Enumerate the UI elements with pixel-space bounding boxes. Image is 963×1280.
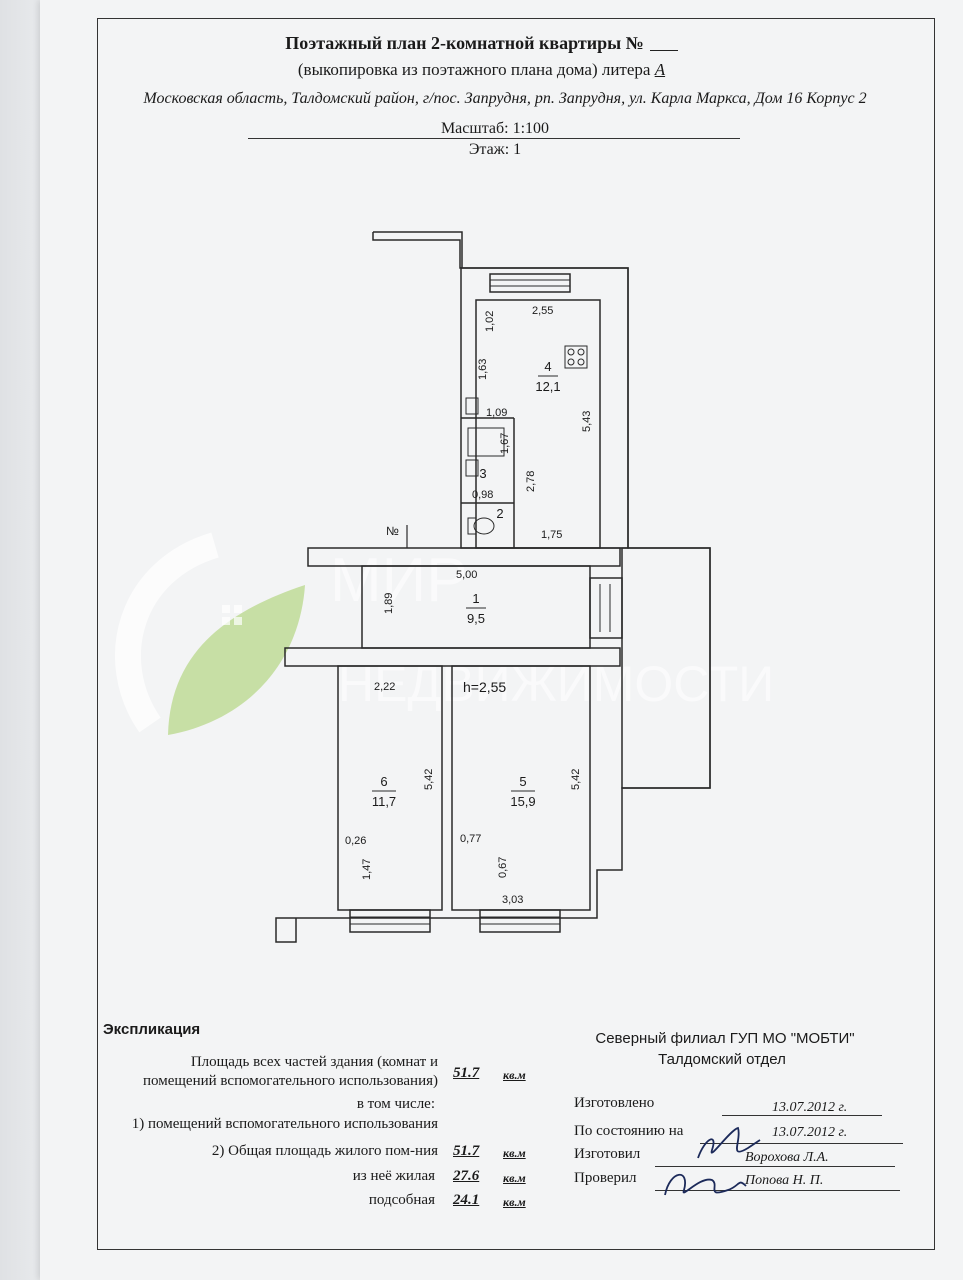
bathtub-icon: [467, 427, 505, 457]
utility-unit: кв.м: [503, 1195, 526, 1209]
dim-0-26: 0,26: [345, 835, 366, 847]
dim-1-09: 1,09: [486, 407, 507, 419]
dim-1-89: 1,89: [383, 593, 395, 614]
dim-1-02: 1,02: [484, 311, 496, 332]
explication-row-living-total: 2) Общая площадь жилого пом-ния: [211, 1143, 438, 1159]
room-5-area: 15,9: [510, 794, 535, 809]
watermark-leaf-icon: [168, 585, 305, 735]
document-title: Поэтажный план 2-комнатной квартиры №: [0, 33, 963, 54]
room-3-number: 3: [479, 466, 486, 481]
floor-label: Этаж: 1: [468, 141, 522, 158]
dim-5-43: 5,43: [581, 411, 593, 432]
signature-checked-by-icon: [664, 1173, 747, 1196]
dim-3-03: 3,03: [502, 894, 523, 906]
state-date: 13.07.2012 г.: [772, 1125, 848, 1140]
room-5-number: 5: [519, 774, 526, 789]
header-rule: [248, 138, 740, 139]
document-page: [40, 0, 963, 1280]
checked-by-name: Попова Н. П.: [745, 1173, 824, 1188]
explication-row-including: в том числе:: [356, 1096, 435, 1112]
made-by-name: Ворохова Л.А.: [745, 1150, 829, 1165]
org-department: Талдомский отдел: [658, 1051, 786, 1068]
dim-1-75: 1,75: [541, 529, 562, 541]
dim-0-67: 0,67: [497, 857, 509, 878]
dim-1-63: 1,63: [477, 359, 489, 380]
signature-made-by-icon: [697, 1126, 761, 1159]
explication-row-total-line2: помещений вспомогательного использования…: [142, 1073, 438, 1089]
room-4-area: 12,1: [535, 379, 560, 394]
dim-2-55: 2,55: [532, 305, 553, 317]
room-4-number: 4: [544, 359, 551, 374]
made-by-label: Изготовил: [574, 1146, 641, 1162]
explication-row-auxiliary: 1) помещений вспомогательного использова…: [131, 1116, 438, 1132]
explication-row-total-line1: Площадь всех частей здания (комнат и: [190, 1054, 438, 1070]
residential-value: 27.6: [453, 1168, 480, 1184]
total-area-unit: кв.м: [503, 1068, 526, 1082]
stove-icon: [564, 345, 588, 369]
dim-0-98: 0,98: [472, 489, 493, 501]
sink-icon: [465, 397, 479, 477]
dim-1-67: 1,67: [499, 433, 511, 454]
dim-1-47: 1,47: [361, 859, 373, 880]
ceiling-height-label: h=2,55: [463, 679, 506, 695]
room-2-number: 2: [496, 506, 503, 521]
state-label: По состоянию на: [574, 1123, 684, 1139]
scale-label: Масштаб: 1:100: [440, 120, 550, 137]
living-total-value: 51.7: [453, 1143, 480, 1159]
toilet-icon: [467, 517, 495, 535]
living-total-unit: кв.м: [503, 1146, 526, 1160]
watermark-line1: МИР: [330, 546, 468, 615]
room-1-area: 9,5: [467, 611, 485, 626]
residential-unit: кв.м: [503, 1171, 526, 1185]
room-6-number: 6: [380, 774, 387, 789]
total-area-value: 51.7: [453, 1065, 480, 1081]
apartment-number-mark: [649, 36, 678, 51]
explication-row-residential: из неё жилая: [352, 1168, 435, 1184]
checked-label: Проверил: [574, 1170, 637, 1186]
address-line: Московская область, Талдомский район, г/…: [143, 90, 867, 107]
dim-5-42-room5: 5,42: [570, 769, 582, 790]
explication-title: Экспликация: [103, 1021, 201, 1038]
room-6-area: 11,7: [372, 794, 396, 809]
org-name: Северный филиал ГУП МО "МОБТИ": [595, 1030, 855, 1047]
room-1-number: 1: [472, 591, 479, 606]
dim-0-77: 0,77: [460, 833, 481, 845]
document-subtitle: (выкопировка из поэтажного плана дома) л…: [297, 60, 666, 79]
made-label: Изготовлено: [574, 1095, 655, 1111]
north-label: №: [386, 524, 399, 538]
watermark-arc-icon: [115, 532, 220, 733]
dim-5-00: 5,00: [456, 569, 477, 581]
utility-value: 24.1: [453, 1192, 480, 1208]
dim-2-78: 2,78: [525, 471, 537, 492]
dim-5-42-room6: 5,42: [423, 769, 435, 790]
explication-row-utility: подсобная: [368, 1192, 435, 1208]
made-date: 13.07.2012 г.: [772, 1100, 848, 1115]
document-frame: [97, 18, 935, 1250]
dim-2-22: 2,22: [374, 681, 395, 693]
